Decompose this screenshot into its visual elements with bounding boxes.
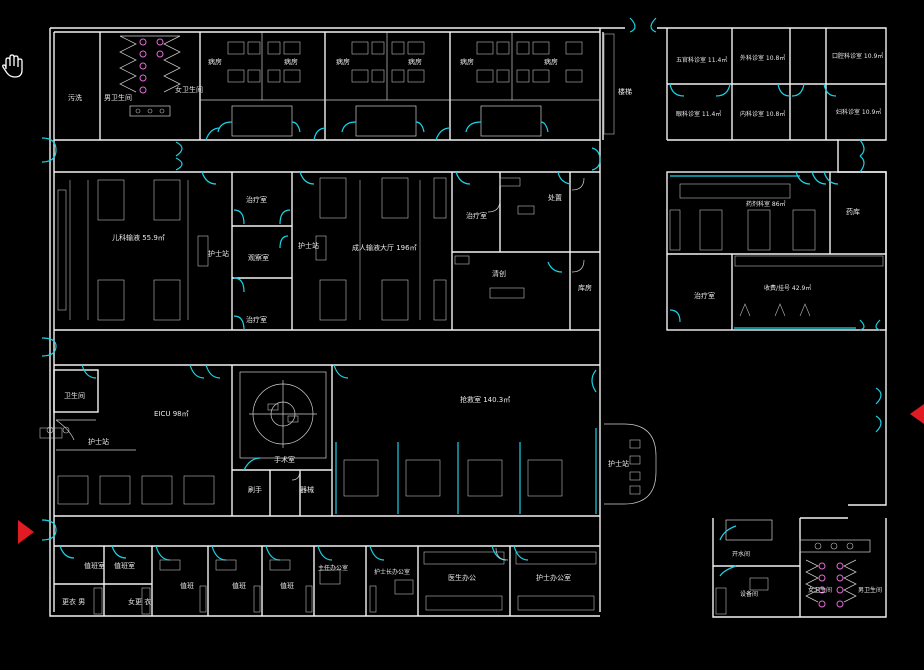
room-labels: 污洗 男卫生间 女卫生间 病房 病房 病房 病房 病房 病房 楼梯 五官科诊室 … xyxy=(62,52,883,606)
room-label-stair: 楼梯 xyxy=(618,87,632,96)
bottom-offices-walls xyxy=(54,546,597,616)
door-swings-grey xyxy=(291,177,585,561)
room-label-eye-clinic: 眼科诊室 11.4㎡ xyxy=(676,110,721,118)
pharmacy-walls xyxy=(666,171,887,331)
room-label-scrub: 刷手 xyxy=(248,485,262,494)
room-label-internal-clinic: 内科诊室 10.8㎡ xyxy=(740,110,785,118)
lower-band-walls xyxy=(39,365,657,547)
doors xyxy=(41,17,882,577)
room-label-treat-2: 治疗室 xyxy=(246,315,267,324)
room-label-equipment: 设备间 xyxy=(740,590,758,598)
room-label-duty-f: 值班室 xyxy=(114,561,135,570)
room-label-surgery-clinic: 外科诊室 10.8㎡ xyxy=(740,54,785,62)
ward-beds xyxy=(227,33,615,135)
room-label-ward-3b: 病房 xyxy=(544,57,558,66)
room-label-treat-3: 治疗室 xyxy=(466,211,487,220)
room-label-ward-1a: 病房 xyxy=(208,57,222,66)
room-label-nurse-2: 护士站 xyxy=(298,241,319,250)
room-label-male-wc: 男卫生间 xyxy=(104,93,132,102)
room-label-debridement: 清创 xyxy=(492,269,506,278)
room-label-storage: 库房 xyxy=(578,283,592,292)
room-label-female-wc: 女卫生间 xyxy=(175,85,203,94)
room-label-duty-m: 值班室 xyxy=(84,561,105,570)
restroom-fixtures xyxy=(119,35,181,117)
room-label-water-room: 开水间 xyxy=(732,550,750,558)
entrance-marker-left-icon[interactable] xyxy=(18,520,34,544)
room-label-nurse-1: 护士站 xyxy=(208,249,229,258)
room-label-male-dress: 更衣 男 xyxy=(62,597,85,606)
middle-band-walls xyxy=(54,172,600,366)
room-label-doctor-office: 医生办公 xyxy=(448,573,476,582)
room-label-drug-store: 药库 xyxy=(846,207,860,216)
room-label-nurse-4: 护士站 xyxy=(608,459,629,468)
top-wing-walls xyxy=(54,32,600,173)
room-label-ward-3a: 病房 xyxy=(460,57,474,66)
room-label-female-dress: 女更 衣 xyxy=(128,597,151,606)
room-label-cleaner: 污洗 xyxy=(68,93,82,102)
room-label-nurse-office: 护士办公室 xyxy=(536,573,571,582)
room-label-child-infusion: 儿科输液 55.9㎡ xyxy=(112,233,165,242)
room-label-female-wc-2: 女卫生间 xyxy=(808,586,832,594)
room-label-head-nurse: 护士长办公室 xyxy=(374,568,410,576)
room-label-ent-clinic: 五官科诊室 11.4㎡ xyxy=(676,56,727,64)
bottom-right-walls xyxy=(713,518,871,617)
room-label-treat-1: 治疗室 xyxy=(246,195,267,204)
room-label-gyn-clinic: 妇科诊室 10.9㎡ xyxy=(836,108,881,116)
room-label-dental-clinic: 口腔科诊室 10.9㎡ xyxy=(832,52,883,60)
entrance-marker-right-icon[interactable] xyxy=(910,404,924,424)
room-label-ward-1b: 病房 xyxy=(284,57,298,66)
room-label-disposal: 处置 xyxy=(548,193,562,202)
room-label-nurse-3: 护士站 xyxy=(88,437,109,446)
room-label-office-3: 值班 xyxy=(280,581,294,590)
room-label-male-wc-2: 男卫生间 xyxy=(858,586,882,594)
hand-icon[interactable] xyxy=(2,54,23,78)
room-label-ward-2b: 病房 xyxy=(408,57,422,66)
room-label-operating-room: 手术室 xyxy=(274,455,295,464)
room-label-observation: 观察室 xyxy=(248,253,269,262)
room-label-office-2: 值班 xyxy=(232,581,246,590)
room-label-treat-4: 治疗室 xyxy=(694,291,715,300)
room-label-office-1: 值班 xyxy=(180,581,194,590)
room-label-pharmacy: 药剂科室 86㎡ xyxy=(746,200,786,208)
clinic-rooms-walls xyxy=(666,28,886,141)
room-label-ward-2a: 病房 xyxy=(336,57,350,66)
room-label-sterile: 器械 xyxy=(300,485,314,494)
room-label-charge: 收费/挂号 42.9㎡ xyxy=(764,284,811,292)
room-label-director: 主任办公室 xyxy=(318,564,348,572)
room-label-rescue: 抢救室 140.3㎡ xyxy=(460,395,510,404)
infusion-chairs xyxy=(57,177,447,321)
room-label-adult-infusion: 成人输液大厅 196㎡ xyxy=(352,243,417,252)
room-label-icu: EICU 98㎡ xyxy=(154,410,189,418)
room-label-wc-2: 卫生间 xyxy=(64,391,85,400)
